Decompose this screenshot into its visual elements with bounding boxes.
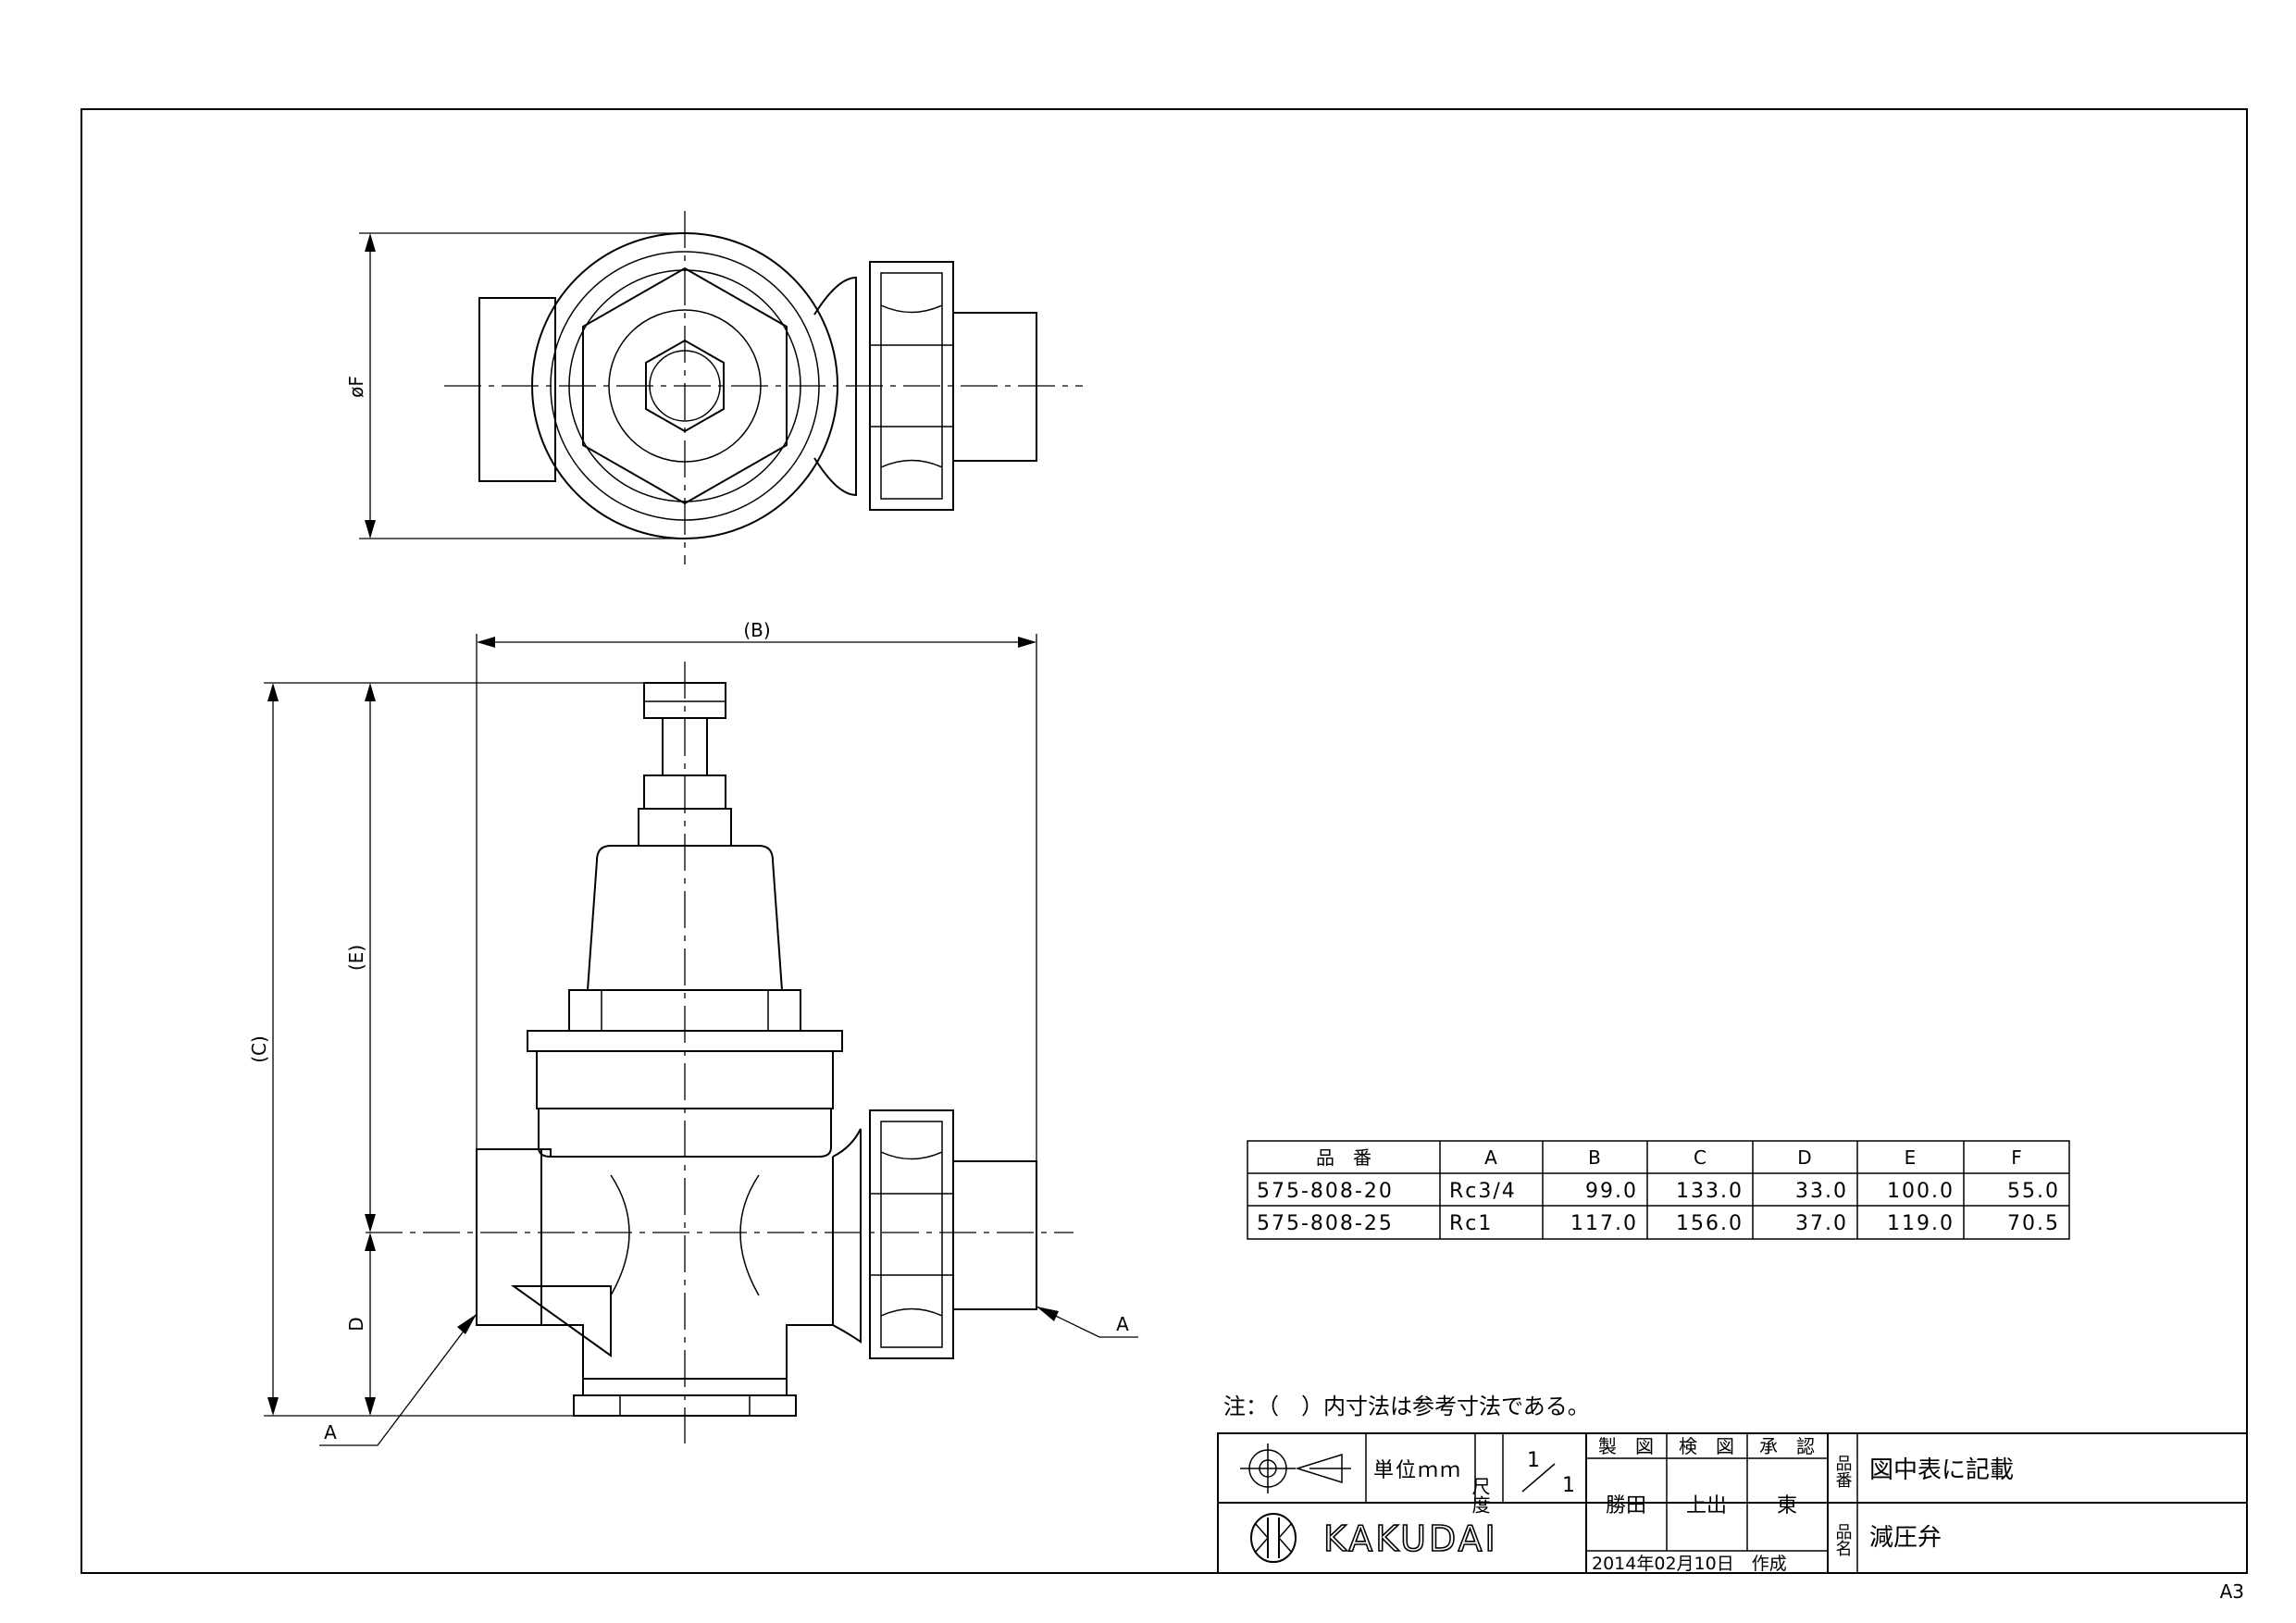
part-name-label: 品名 [1833, 1523, 1853, 1556]
table-header: D [1797, 1146, 1811, 1169]
dim-label-A-right: A [1116, 1313, 1129, 1335]
scale-denominator: 1 [1562, 1474, 1575, 1497]
kakudai-logo: KAKUDAI [1250, 1513, 1498, 1563]
table-cell: 119.0 [1887, 1212, 1955, 1235]
front-view: (B) (C) (E) D A A [248, 619, 1138, 1446]
table-cell: 575-808-25 [1257, 1212, 1394, 1235]
table-header: F [2011, 1146, 2022, 1169]
table-header: 品 番 [1316, 1146, 1371, 1169]
checked-by: 上出 [1686, 1494, 1727, 1518]
table-cell: 37.0 [1795, 1212, 1848, 1235]
table-header: E [1905, 1146, 1917, 1169]
table-cell: 99.0 [1585, 1180, 1638, 1203]
scale-label: 尺度 [1469, 1477, 1491, 1514]
table-cell: 133.0 [1676, 1180, 1744, 1203]
made-label: 製 図 [1598, 1435, 1654, 1457]
title-block: 単位ｍｍ 尺度 1 1 製 図 検 図 承 認 勝田 上出 東 2014年02月… [1217, 1432, 2248, 1574]
dim-label-D: D [345, 1317, 367, 1331]
table-cell: 70.5 [2007, 1212, 2060, 1235]
table-cell: 575-808-20 [1257, 1180, 1394, 1203]
part-no-label: 品番 [1833, 1455, 1853, 1488]
table-cell: 33.0 [1795, 1180, 1848, 1203]
dim-label-C: (C) [248, 1035, 270, 1063]
part-name-value: 減圧弁 [1869, 1524, 1942, 1552]
date-created: 2014年02月10日 作成 [1592, 1554, 1787, 1574]
dim-label-E: (E) [345, 945, 367, 971]
spec-table: 品 番 A B C D E F 575-808-20 Rc3/4 99.0 13… [1247, 1140, 2070, 1240]
table-cell: 100.0 [1887, 1180, 1955, 1203]
dim-label-A-left: A [324, 1421, 337, 1443]
table-header: B [1588, 1146, 1601, 1169]
part-no-value: 図中表に記載 [1869, 1456, 2014, 1484]
checked-label: 検 図 [1679, 1435, 1734, 1457]
dim-label-F: øF [345, 376, 367, 398]
table-header: A [1484, 1146, 1497, 1169]
sheet-size-label: A3 [2220, 1580, 2244, 1603]
approved-by: 東 [1777, 1494, 1797, 1518]
approved-label: 承 認 [1759, 1435, 1815, 1457]
table-cell: 156.0 [1676, 1212, 1744, 1235]
table-cell: Rc1 [1449, 1212, 1493, 1235]
scale-numerator: 1 [1527, 1449, 1540, 1472]
top-view: øF [345, 211, 1083, 564]
table-cell: Rc3/4 [1449, 1180, 1517, 1203]
unit-label: 単位ｍｍ [1373, 1459, 1462, 1482]
sheet-border [81, 108, 2248, 1574]
made-by: 勝田 [1606, 1494, 1646, 1518]
table-header: C [1694, 1146, 1706, 1169]
projection-symbol-icon [1240, 1443, 1351, 1493]
table-cell: 55.0 [2007, 1180, 2060, 1203]
drawing-note: 注：（ ）内寸法は参考寸法である。 [1223, 1394, 1590, 1419]
table-cell: 117.0 [1570, 1212, 1638, 1235]
svg-text:KAKUDAI: KAKUDAI [1323, 1518, 1498, 1559]
dim-label-B: (B) [743, 619, 770, 641]
